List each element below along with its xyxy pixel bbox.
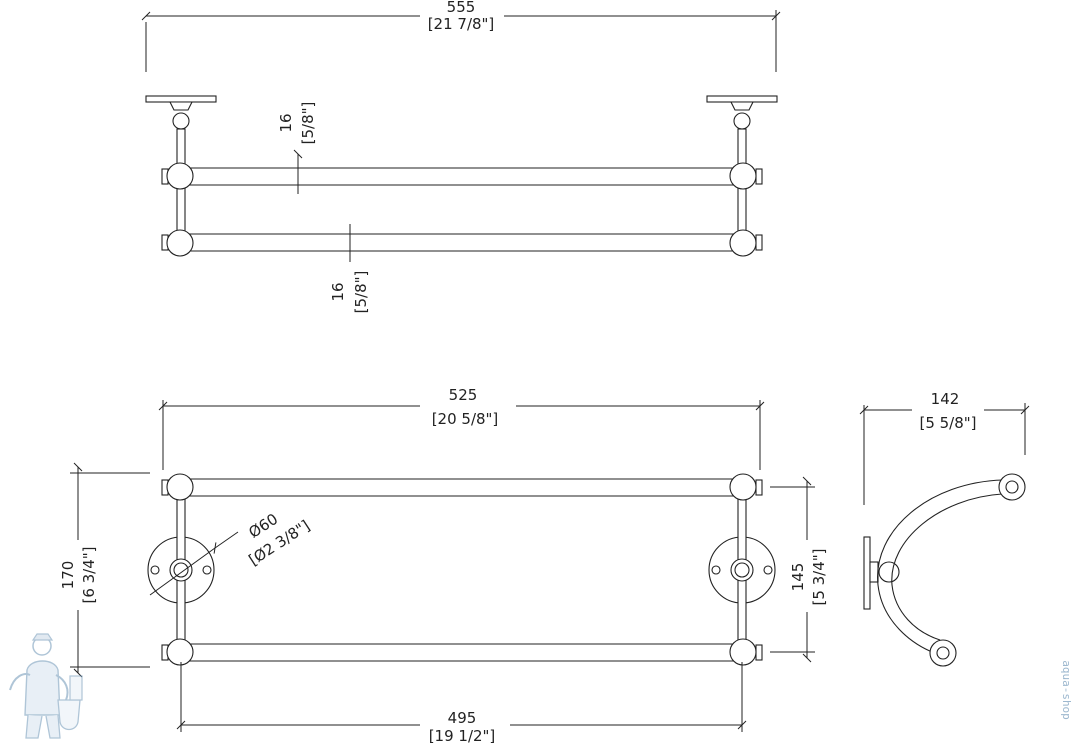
dim-overall-width-mm: 555: [447, 0, 476, 16]
dim-lower-bar-diameter: 16 [5/8"]: [329, 224, 370, 313]
dim-height-outer: 170 [6 3/4"]: [59, 462, 150, 678]
plumber-mascot-logo: [9, 633, 83, 739]
dim-projection: 142 [5 5/8"]: [859, 388, 1030, 505]
top-view: [145, 95, 778, 257]
dim-projection-mm: 142: [931, 390, 960, 408]
dim-upper-bar-diameter: 16 [5/8"]: [277, 102, 317, 194]
dim-bar-length-mm: 525: [449, 386, 478, 404]
top-lower-right-ball: [729, 229, 757, 257]
dim-post-centers: 495 [19 1/2"]: [176, 662, 747, 749]
front-upper-right-ball: [729, 473, 757, 501]
top-left-wall-plate: [145, 95, 217, 103]
dim-bar-spacing-mm: 145: [789, 563, 807, 592]
dim-overall-width-in: [21 7/8"]: [428, 15, 495, 33]
top-lower-bar: [180, 233, 743, 252]
top-upper-left-ball: [166, 162, 194, 190]
front-view: [147, 473, 776, 666]
dim-bar-spacing: 145 [5 3/4"]: [770, 476, 830, 663]
front-lower-right-ball: [729, 638, 757, 666]
top-right-flange: [730, 101, 754, 111]
dim-post-centers-in: [19 1/2"]: [429, 727, 496, 745]
top-right-wall-plate: [706, 95, 778, 103]
side-view: [863, 473, 1026, 667]
dim-bar-length-in: [20 5/8"]: [432, 410, 499, 428]
side-wall-plate: [863, 536, 871, 610]
dim-bar-spacing-in: [5 3/4"]: [810, 548, 828, 605]
dim-upper-bar-mm: 16: [277, 113, 295, 132]
top-lower-left-ball: [166, 229, 194, 257]
dim-upper-bar-in: [5/8"]: [299, 102, 317, 145]
dim-lower-bar-mm: 16: [329, 282, 347, 301]
top-upper-bar: [180, 167, 743, 186]
front-lower-bar: [180, 643, 743, 662]
dim-post-centers-mm: 495: [448, 709, 477, 727]
front-upper-left-ball: [166, 473, 194, 501]
top-left-flange: [169, 101, 193, 111]
side-arm: [877, 479, 1004, 656]
dim-lower-bar-in: [5/8"]: [352, 271, 370, 314]
dim-projection-in: [5 5/8"]: [919, 414, 976, 432]
dim-height-outer-in: [6 3/4"]: [80, 546, 98, 603]
dim-height-outer-mm: 170: [59, 561, 77, 590]
watermark-text: aqua-shop: [1060, 660, 1073, 720]
front-upper-bar: [180, 478, 743, 497]
dim-bar-length: 525 [20 5/8"]: [158, 383, 765, 470]
front-lower-left-ball: [166, 638, 194, 666]
dim-overall-width: 555 [21 7/8"]: [141, 0, 781, 72]
top-upper-right-ball: [729, 162, 757, 190]
